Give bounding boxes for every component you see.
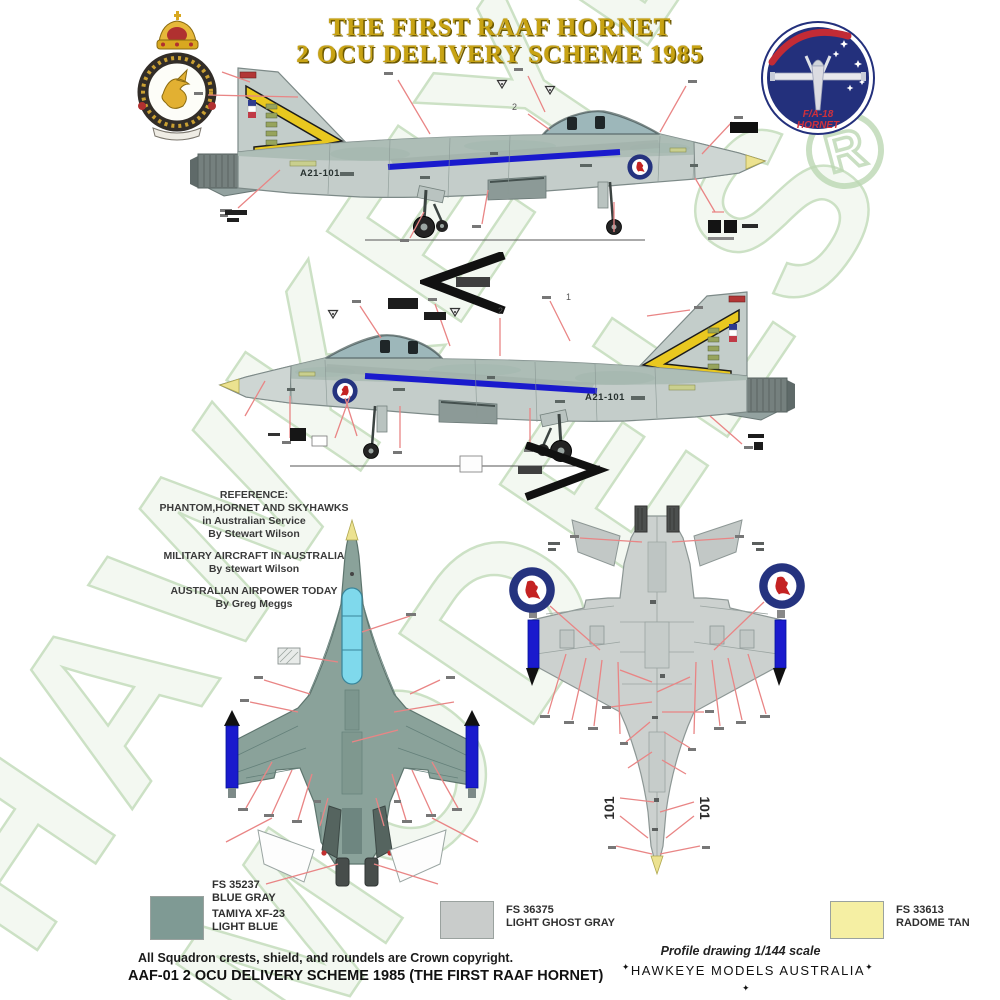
- callout-number-2: 2: [498, 306, 503, 316]
- vertical-fins-top: [321, 805, 393, 859]
- callout-lines: [547, 537, 767, 855]
- callout-number-2: 2: [512, 102, 517, 112]
- brand-text: HAWKEYE MODELS AUSTRALIA: [630, 963, 866, 978]
- wingtip-launcher-right: [464, 710, 480, 798]
- warning-triangle-icon: [449, 307, 461, 317]
- color-chip-radome-tan: [830, 901, 884, 939]
- reference-book-title: MILITARY AIRCRAFT IN AUSTRALIA: [163, 550, 345, 562]
- reference-book-author: By stewart Wilson: [208, 563, 300, 575]
- reference-heading: REFERENCE:: [219, 489, 289, 501]
- title-line-2: 2 OCU DELIVERY SCHEME 1985: [296, 41, 704, 68]
- stencil-marks: [268, 298, 764, 473]
- raaf-roundel-left: [509, 567, 555, 613]
- crest-bird: [161, 68, 191, 109]
- color-chip-blue-gray: [150, 896, 204, 940]
- patch-text-line-1: F/A-18: [803, 109, 834, 120]
- star-icon: ✦: [621, 962, 631, 972]
- wingtip-launcher-left: [224, 710, 240, 798]
- callout-lines: [244, 300, 743, 448]
- callout-lines: [207, 71, 733, 239]
- nose-number-left: 101: [601, 796, 617, 820]
- copyright-note: All Squadron crests, shield, and roundel…: [138, 951, 514, 965]
- serial-number: A21-101: [300, 168, 340, 179]
- star-icon: ✦: [865, 962, 875, 972]
- wingtip-launcher-left: [526, 610, 540, 686]
- stabilator-outlines: [257, 829, 447, 883]
- stabilators-bottom: [571, 519, 743, 567]
- brand-name: ✦HAWKEYE MODELS AUSTRALIA✦: [612, 962, 884, 978]
- product-title: AAF-01 2 OCU DELIVERY SCHEME 1985 (THE F…: [128, 968, 604, 984]
- scale-note: Profile drawing 1/144 scale: [660, 944, 821, 958]
- top-plan-view: [224, 518, 480, 887]
- warning-triangle-icon: [327, 309, 339, 319]
- patch-text-line-2: HORNET: [797, 120, 840, 131]
- reference-book-title: AUSTRALIAN AIRPOWER TODAY: [170, 585, 338, 597]
- color-chip-ghost-gray: [440, 901, 494, 939]
- wingtip-launcher-right: [773, 610, 787, 686]
- patch-boomerang: [768, 28, 852, 66]
- patch-star-icons: [832, 40, 865, 92]
- warning-triangle-icon: [496, 79, 508, 89]
- reference-book-author: By Greg Meggs: [215, 598, 293, 610]
- direction-arrow-right-icon: [518, 442, 610, 501]
- patch-aircraft-icon: [770, 55, 866, 111]
- reference-list: REFERENCE: PHANTOM,HORNET AND SKYHAWKS i…: [138, 489, 370, 611]
- title-line-1: THE FIRST RAAF HORNET: [328, 14, 672, 41]
- canopy-top: [341, 587, 363, 685]
- serial-number: A21-101: [585, 392, 625, 403]
- reference-book-author: By Stewart Wilson: [208, 528, 300, 540]
- callout-labels: [238, 613, 462, 823]
- warning-triangle-icon: [544, 85, 556, 95]
- callout-number-1: 1: [566, 292, 571, 302]
- callout-labels: [282, 296, 753, 454]
- callout-lines: [225, 615, 479, 885]
- exhaust-nozzles-bottom: [634, 505, 680, 533]
- reference-book-title: PHANTOM,HORNET AND SKYHAWKS: [159, 502, 349, 514]
- nose-number-right: 101: [697, 796, 713, 820]
- crest-scroll: [152, 127, 202, 141]
- crest-crown-icon: [156, 11, 199, 50]
- sheet-title: THE FIRST RAAF HORNET 2 OCU DELIVERY SCH…: [250, 14, 750, 68]
- bottom-plan-view: 101 101: [509, 505, 805, 876]
- direction-arrow-left-icon: [420, 252, 506, 314]
- radome-tip: [650, 855, 664, 876]
- fa18-hornet-patch: F/A-18 HORNET: [761, 21, 875, 135]
- stencil-marks: [225, 122, 758, 240]
- raaf-roundel-right: [759, 563, 805, 609]
- hatched-decal-sample: [277, 647, 301, 665]
- radome-tip: [345, 518, 359, 541]
- star-icon: ✦: [742, 983, 750, 993]
- side-profile-lower: A21-101 1 2: [150, 286, 830, 473]
- squadron-crest: [137, 11, 217, 141]
- stencil-marks: [548, 542, 764, 831]
- reference-book-subtitle: in Australian Service: [202, 515, 306, 527]
- side-profile-upper: A21-101 2: [130, 62, 770, 242]
- callout-labels: [540, 535, 770, 849]
- exhaust-nozzles-top: [335, 857, 379, 887]
